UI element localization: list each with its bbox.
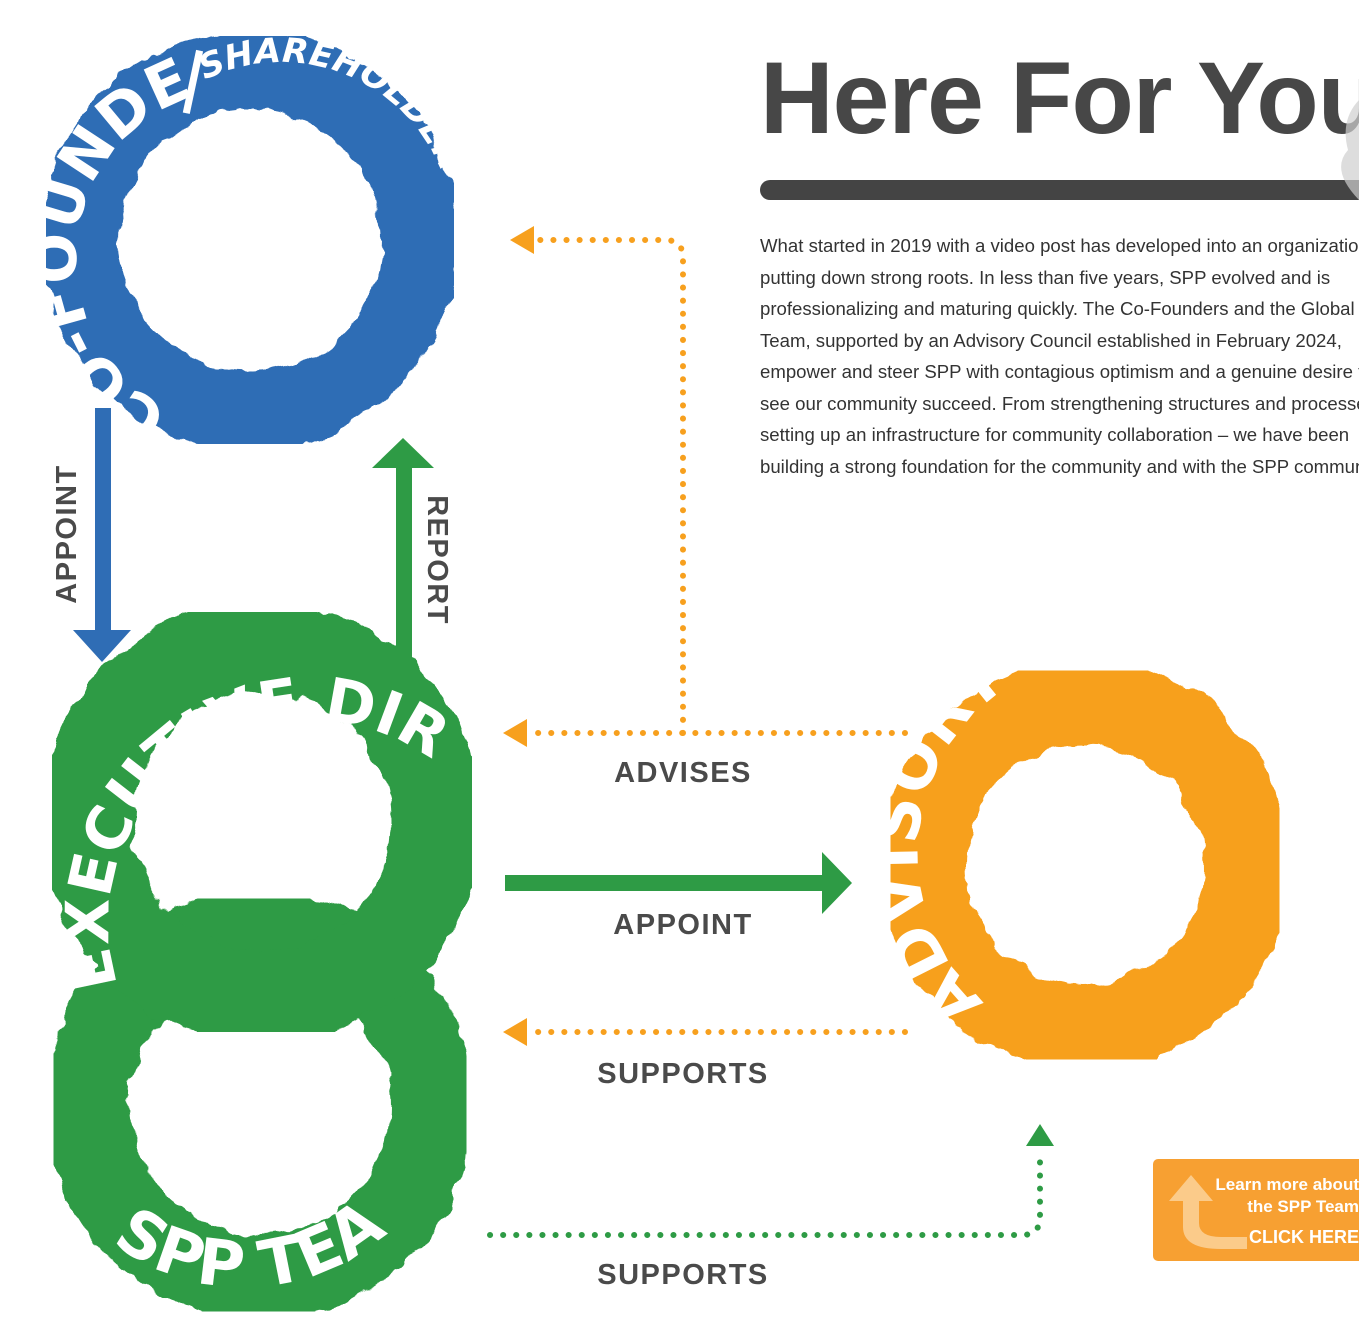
learn-more-team-button[interactable]: Learn more about the SPP Team CLICK HERE <box>1153 1159 1359 1261</box>
cta-click-here[interactable]: CLICK HERE <box>1248 1227 1359 1247</box>
intro-paragraph: What started in 2019 with a video post h… <box>760 235 1359 477</box>
council-supports-label: SUPPORTS <box>597 1058 769 1090</box>
page-title: Here For You <box>760 41 1359 155</box>
report-label: REPORT <box>421 495 453 625</box>
spp-team-ring <box>46 891 474 1319</box>
curved-up-arrow-icon <box>1169 1175 1247 1249</box>
team-supports-connector <box>487 1124 1054 1238</box>
cofounders-ring <box>41 31 459 449</box>
appoint-executives-label: APPOINT <box>51 464 83 603</box>
appoint-council-label: APPOINT <box>613 909 752 941</box>
advises-executives-arrowhead <box>503 719 527 747</box>
cta-line-2: the SPP Team <box>1247 1197 1359 1216</box>
advises-cofounders-arrowhead <box>510 226 534 254</box>
appoint-council-arrow <box>505 852 852 914</box>
title-underline <box>760 180 1359 200</box>
council-supports-connector <box>503 1018 908 1046</box>
brush-swoosh-decoration <box>1341 100 1359 200</box>
advisory-council-ring <box>880 660 1290 1070</box>
cta-line-1: Learn more about <box>1215 1175 1359 1194</box>
report-arrow <box>372 438 434 680</box>
advises-label: ADVISES <box>614 757 752 789</box>
appoint-executives-arrow <box>73 408 131 662</box>
team-supports-label: SUPPORTS <box>597 1259 769 1291</box>
advises-connector <box>503 226 908 747</box>
executive-directors-ring <box>41 601 483 1043</box>
